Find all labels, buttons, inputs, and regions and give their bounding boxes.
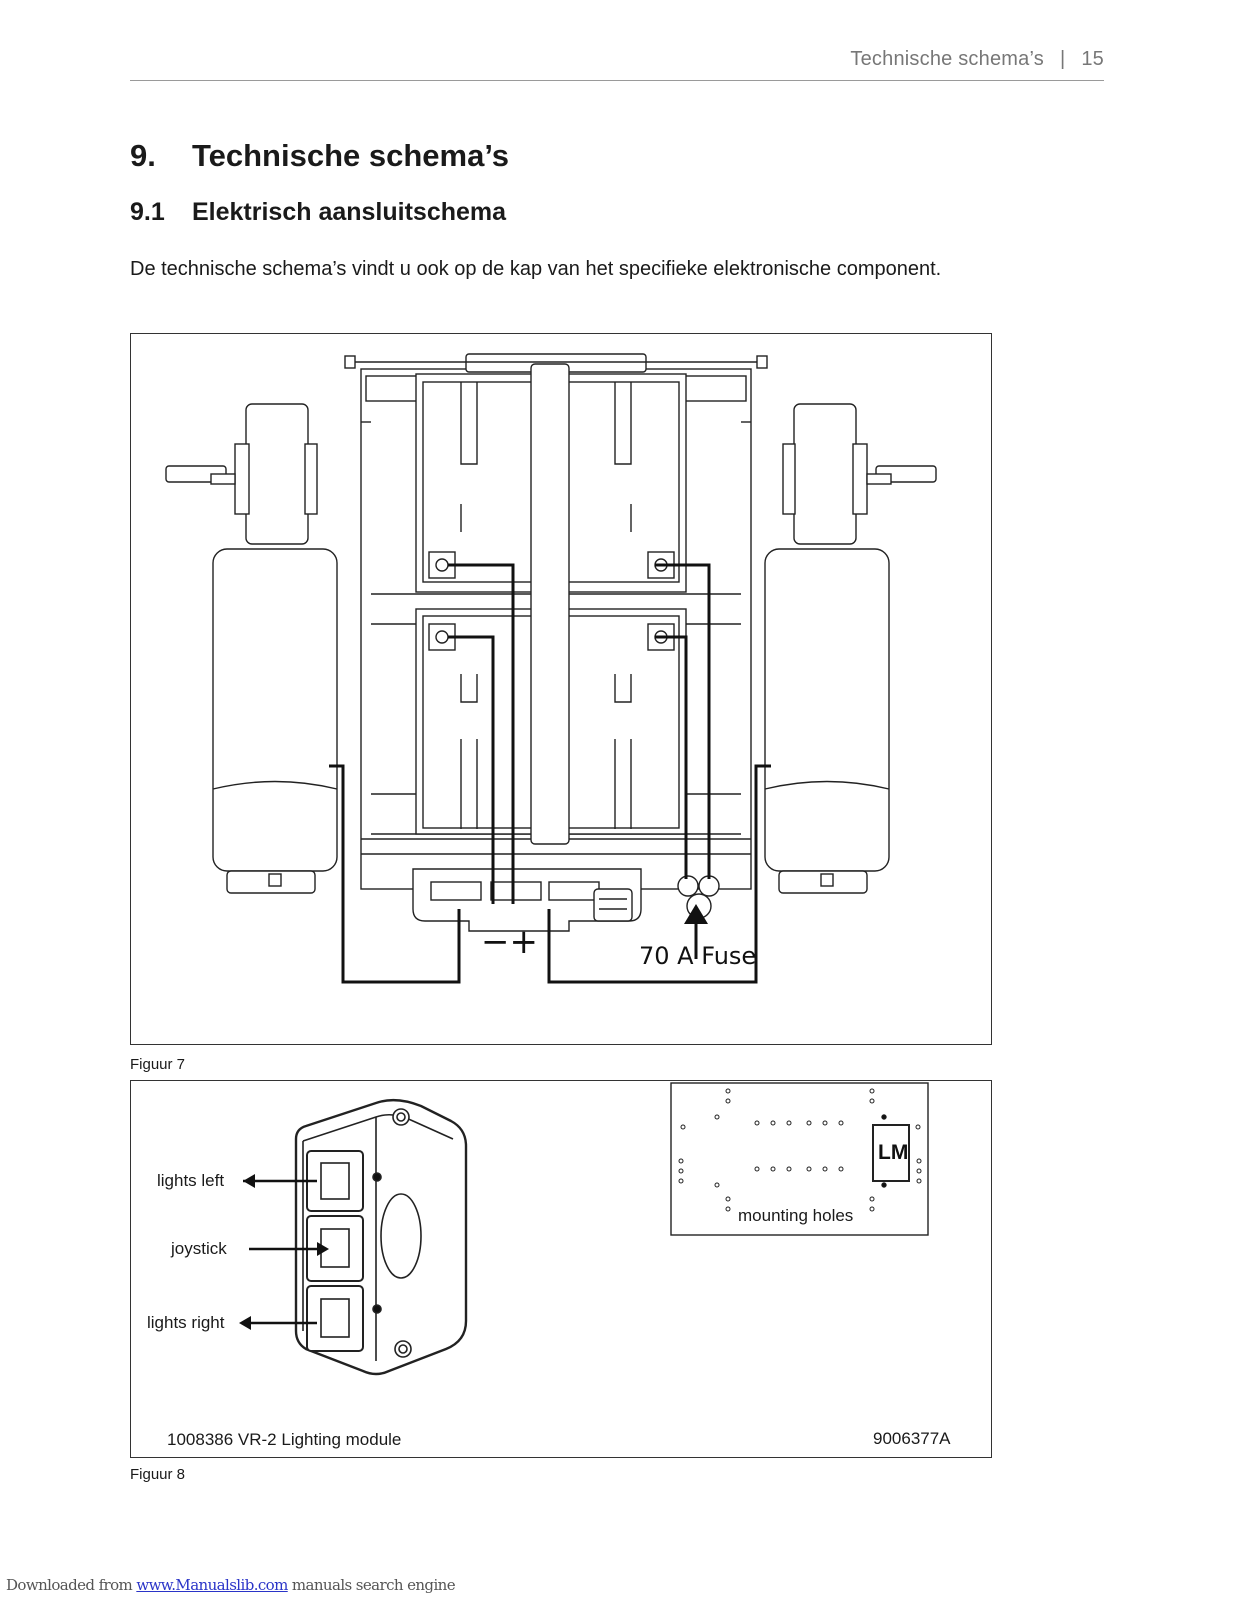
- figure-8-caption: Figuur 8: [130, 1466, 186, 1483]
- wiring-diagram-drawing: [165, 353, 937, 984]
- section-heading: 9.1 Elektrisch aansluitschema: [130, 198, 506, 227]
- running-title: Technische schema’s: [850, 48, 1044, 70]
- fuse-label: 70 A Fuse: [639, 942, 757, 970]
- section-title: Elektrisch aansluitschema: [192, 198, 507, 226]
- header-separator: |: [1059, 48, 1066, 70]
- section-number: 9.1: [130, 198, 165, 226]
- running-header-text: Technische schema’s | 15: [850, 48, 1104, 71]
- fuse-arrow: [684, 904, 708, 959]
- mounting-holes-label: mounting holes: [738, 1206, 854, 1225]
- label-joystick: joystick: [171, 1239, 227, 1258]
- part-description: 1008386 VR-2 Lighting module: [167, 1430, 402, 1449]
- label-lights-right: lights right: [147, 1313, 225, 1332]
- chapter-number: 9.: [130, 138, 156, 173]
- port-arrows: [239, 1174, 329, 1330]
- left-motor: [165, 403, 338, 894]
- manualslib-link[interactable]: www.Manualslib.com: [136, 1576, 288, 1594]
- label-lights-left: lights left: [157, 1171, 225, 1190]
- running-header: Technische schema’s | 15: [130, 48, 1104, 81]
- lighting-module-drawing: [239, 1082, 929, 1376]
- lm-label: LM: [878, 1141, 909, 1164]
- figure-8-lighting-module: lights left joystick lights right LM mou…: [130, 1080, 992, 1458]
- footer-prefix: Downloaded from: [6, 1576, 137, 1594]
- figure-7-wiring-diagram: −+ 70 A Fuse: [130, 333, 992, 1045]
- mounting-holes-diagram: [670, 1082, 929, 1236]
- page-number: 15: [1081, 48, 1104, 70]
- drawing-number: 9006377A: [873, 1429, 951, 1448]
- polarity-label: −+: [481, 922, 538, 962]
- right-motor: [764, 403, 937, 894]
- chapter-title: Technische schema’s: [192, 138, 510, 173]
- power-module: [412, 868, 642, 932]
- chapter-heading: 9. Technische schema’s: [130, 138, 509, 174]
- footer-suffix: manuals search engine: [287, 1576, 456, 1594]
- battery-wiring: [448, 563, 711, 904]
- motor-wiring: [329, 764, 771, 984]
- download-footer: Downloaded from www.Manualslib.com manua…: [6, 1576, 456, 1594]
- figure-7-caption: Figuur 7: [130, 1056, 186, 1073]
- intro-paragraph: De technische schema’s vindt u ook op de…: [130, 258, 942, 280]
- battery-strap: [530, 363, 570, 845]
- module-ports: [306, 1150, 364, 1352]
